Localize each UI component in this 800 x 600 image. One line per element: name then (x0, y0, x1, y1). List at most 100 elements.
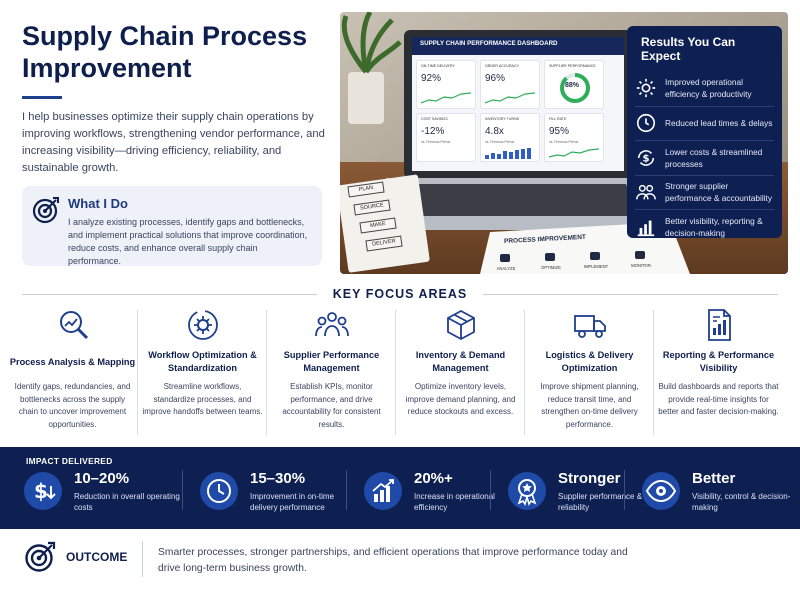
kpi-card: SUPPLIER PERFORMANCE 88% (544, 60, 604, 109)
clock-icon (200, 472, 238, 510)
impact-value: 15–30% (250, 470, 306, 487)
impact-value: Stronger (558, 470, 621, 487)
analysis-chart-icon (56, 308, 90, 342)
target-icon (25, 541, 56, 572)
kpi-sparkline (421, 92, 471, 104)
focus-heading: KEY FOCUS AREAS (332, 287, 468, 301)
impact-item: $10–20% Reduction in overall operating co… (24, 470, 180, 518)
impact-label: IMPACT DELIVERED (26, 456, 113, 466)
award-icon (508, 472, 546, 510)
kpi-card: ORDER ACCURACY 96% (480, 60, 540, 109)
kpi-sparkline (485, 92, 535, 104)
impact-text: Visibility, control & decision-making (692, 492, 791, 512)
focus-area-title: Reporting & Performance Visibility (662, 350, 775, 373)
kpi-label: SUPPLIER PERFORMANCE (549, 64, 596, 68)
impact-divider (624, 470, 625, 510)
dollar-cycle-icon: $ (635, 147, 657, 169)
truck-icon (573, 308, 607, 342)
supplier-group-icon (314, 308, 349, 342)
result-item: $ Lower costs & streamlined processes (635, 140, 774, 175)
impact-item: 20%+ Increase in operational efficiency (364, 470, 514, 518)
impact-value: 20%+ (414, 470, 453, 487)
paper-step-icon (500, 254, 510, 262)
kpi-value: 95% (549, 126, 570, 137)
paper-step-icon (590, 252, 600, 260)
kpi-card: COST SAVINGS-12%vs. Previous Period (416, 113, 476, 162)
kpi-label: INVENTORY TURNS (485, 117, 520, 121)
impact-item: 15–30% Improvement in on-time delivery pe… (200, 470, 350, 518)
focus-area-text: Establish KPIs, monitor performance, and… (282, 382, 381, 429)
kpi-value: 4.8x (485, 126, 504, 137)
eye-icon (642, 472, 680, 510)
result-text: Stronger supplier performance & accounta… (665, 181, 772, 204)
kpi-label: ORDER ACCURACY (485, 64, 519, 68)
result-item: Improved operational efficiency & produc… (635, 71, 774, 106)
divider-right (483, 294, 778, 295)
impact-divider (346, 470, 347, 510)
focus-area-text: Build dashboards and reports that provid… (658, 382, 779, 416)
what-i-do-text: I analyze existing processes, identify g… (68, 217, 308, 266)
target-icon (32, 197, 59, 224)
focus-area-text: Optimize inventory levels, improve deman… (405, 382, 516, 416)
impact-divider (182, 470, 183, 510)
report-icon (702, 308, 736, 342)
growth-chart-icon (364, 472, 402, 510)
kpi-label: FILL RATE (549, 117, 567, 121)
impact-divider (490, 470, 491, 510)
result-text: Improved operational efficiency & produc… (665, 77, 752, 100)
result-text: Lower costs & streamlined processes (665, 146, 763, 169)
svg-text:$: $ (34, 479, 48, 503)
focus-divider (524, 310, 525, 435)
kpi-value: 96% (485, 73, 506, 84)
intro-paragraph: I help businesses optimize their supply … (22, 111, 325, 174)
impact-text: Increase in operational efficiency (414, 492, 495, 512)
workflow-gear-icon (186, 308, 220, 342)
focus-divider (653, 310, 654, 435)
box-icon (444, 308, 478, 342)
impact-text: Supplier performance & reliability (558, 492, 643, 512)
divider-left (22, 294, 317, 295)
paper-step-icon (635, 251, 645, 259)
dashboard-title: SUPPLY CHAIN PERFORMANCE DASHBOARD (420, 40, 558, 47)
clock-icon (635, 112, 657, 134)
kpi-card: FILL RATE 95% vs. Previous Period (544, 113, 604, 162)
results-heading: Results You Can Expect (641, 35, 736, 63)
result-item: Stronger supplier performance & accounta… (635, 174, 774, 210)
paper-step-icon (545, 253, 555, 261)
impact-value: 10–20% (74, 470, 130, 487)
focus-divider (395, 310, 396, 435)
kpi-label: COST SAVINGS (421, 117, 448, 121)
kpi-ring (560, 73, 590, 103)
focus-area-title: Logistics & Delivery Optimization (545, 350, 634, 373)
impact-text: Reduction in overall operating costs (74, 492, 180, 512)
result-text: Better visibility, reporting & decision-… (665, 215, 763, 238)
kpi-label: ON-TIME DELIVERY (421, 64, 455, 68)
paper-step-label: OPTIMIZE (541, 265, 561, 270)
gear-icon (635, 77, 657, 99)
results-card: Results You Can Expect Improved operatio… (627, 26, 782, 238)
kpi-value: -12% (421, 126, 445, 137)
focus-area-text: Improve shipment planning, reduce transi… (540, 382, 639, 429)
outcome-label: OUTCOME (66, 550, 128, 564)
paper-step-label: IMPLEMENT (583, 264, 609, 269)
outcome-text: Smarter processes, stronger partnerships… (158, 547, 628, 574)
impact-value: Better (692, 470, 736, 487)
result-item: Better visibility, reporting & decision-… (635, 209, 774, 244)
impact-band: IMPACT DELIVERED $10–20% Reduction in ove… (0, 447, 800, 529)
impact-text: Improvement in on-time delivery performa… (250, 492, 335, 512)
hero-photo: SUPPLY CHAIN PERFORMANCE DASHBOARD ON-TI… (340, 12, 788, 274)
kpi-value: 92% (421, 73, 442, 84)
kpi-value: 88% (565, 82, 580, 89)
kpi-note: vs. Previous Period (549, 140, 579, 144)
page-title: Supply Chain Process Improvement (22, 21, 308, 83)
paper-step-label: MONITOR (631, 263, 651, 268)
focus-divider (266, 310, 267, 435)
focus-area-title: Supplier Performance Management (283, 350, 380, 373)
title-underline (22, 96, 62, 99)
